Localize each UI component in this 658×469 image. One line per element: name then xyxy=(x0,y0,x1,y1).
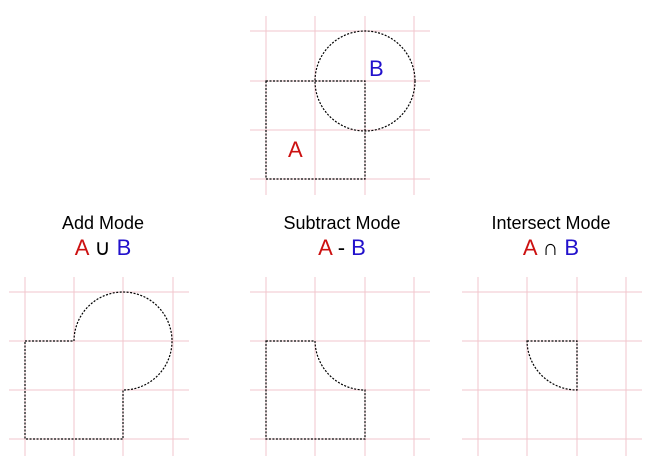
intersect-mode-panel xyxy=(462,277,642,456)
subtract-operand-a: A xyxy=(318,235,332,260)
top-grid xyxy=(250,16,430,195)
intersect-operand-a: A xyxy=(522,235,537,260)
intersection-shape xyxy=(526,340,578,391)
subtract-mode-title: Subtract Mode xyxy=(283,213,401,233)
add-grid xyxy=(9,277,189,456)
add-operand-a: A xyxy=(74,235,89,260)
label-a: A xyxy=(288,137,303,162)
intersect-operand-b: B xyxy=(564,235,580,260)
add-mode-title: Add Mode xyxy=(61,213,145,233)
difference-shape xyxy=(265,340,366,440)
intersection-symbol: ∩ xyxy=(542,235,559,260)
union-shape xyxy=(24,291,173,440)
intersect-grid xyxy=(462,277,642,456)
minus-symbol: - xyxy=(337,235,346,260)
shape-a-square xyxy=(265,80,366,180)
subtract-grid xyxy=(250,277,430,456)
subtract-mode-expression: A - B xyxy=(242,235,442,261)
subtract-operand-b: B xyxy=(351,235,366,260)
top-diagram: A B xyxy=(250,16,430,195)
add-mode-expression: A ∪ B xyxy=(3,235,203,261)
shape-b-circle xyxy=(314,30,416,132)
add-mode-panel xyxy=(9,277,189,456)
add-operand-b: B xyxy=(116,235,132,260)
subtract-mode-panel xyxy=(250,277,430,456)
subtract-mode-caption: Subtract Mode A - B xyxy=(242,213,442,261)
intersect-mode-title: Intersect Mode xyxy=(491,213,611,233)
intersect-mode-expression: A ∩ B xyxy=(451,235,651,261)
intersect-mode-caption: Intersect Mode A ∩ B xyxy=(451,213,651,261)
add-mode-caption: Add Mode A ∪ B xyxy=(3,213,203,261)
label-b: B xyxy=(369,56,384,81)
union-symbol: ∪ xyxy=(94,235,111,260)
